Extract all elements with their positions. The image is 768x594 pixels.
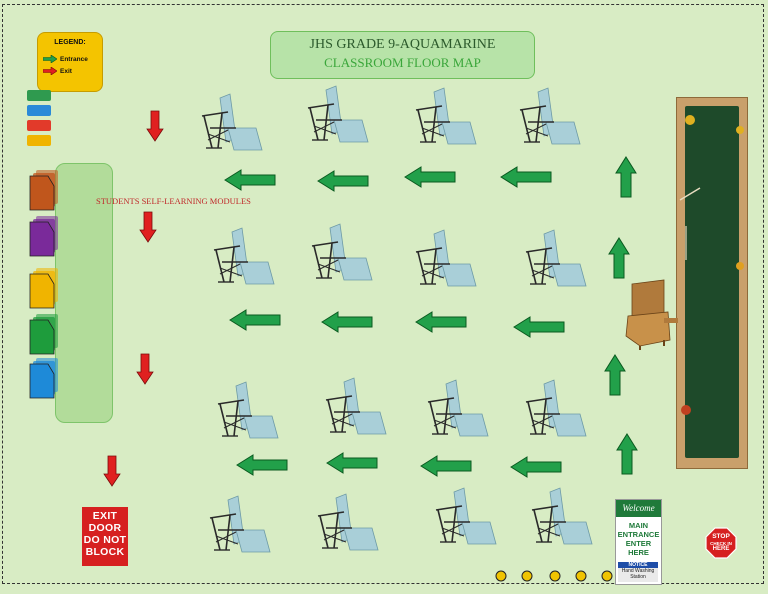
map-subtitle: CLASSROOM FLOOR MAP [324,55,481,70]
tag-yellow [27,135,51,146]
exit-arrow [139,211,157,243]
path-arrow-left [510,456,562,478]
room-boundary [2,4,764,584]
student-desk [213,227,275,285]
module-stack-yellow [29,267,59,309]
exit-arrow [136,353,154,385]
legend-exit-label: Exit [60,67,72,75]
path-arrow-left [415,311,467,333]
legend-entrance-label: Entrance [60,55,88,63]
student-desk [311,223,373,281]
path-arrow-left [229,309,281,331]
student-desk [531,487,593,545]
student-desk [525,229,587,287]
student-desk [307,85,369,143]
module-stack-green [29,313,59,355]
exit-arrow [103,455,121,487]
exit-door-sign: EXIT DOOR DO NOT BLOCK [82,507,128,566]
module-stack-blue [29,357,59,399]
entrance-sign-line: ENTRANCE [617,530,660,539]
exit-sign-line: DO NOT [83,534,127,546]
exit-sign-line: DOOR [88,522,122,534]
student-desk [427,379,489,437]
entrance-arrow-icon [43,55,57,63]
legend-entrance: Entrance [43,55,88,63]
path-arrow-left [224,169,276,191]
student-desk [217,381,279,439]
student-desk [201,93,263,151]
path-arrow-left [236,454,288,476]
chalkboard-surface [685,106,739,458]
student-desk [317,493,379,551]
chalkboard-accents [679,115,744,415]
student-desk [435,487,497,545]
tag-blue [27,105,51,116]
path-arrow-up [616,433,638,475]
module-stack-purple [29,215,59,257]
notice-text: Hand Washing Station [621,568,655,580]
tag-green [27,90,51,101]
student-desk [525,379,587,437]
module-stack-orange [29,169,59,211]
path-arrow-up [615,156,637,198]
student-desk [415,229,477,287]
exit-sign-line: EXIT [92,510,118,522]
notice-plate: NOTICE Hand Washing Station [618,562,658,582]
floor-markers [495,570,613,582]
path-arrow-left [317,170,369,192]
path-arrow-up [604,354,626,396]
path-arrow-left [513,316,565,338]
main-entrance-sign: Welcome MAIN ENTRANCE ENTER HERE NOTICE … [615,499,662,585]
path-arrow-up [608,237,630,279]
path-arrow-left [420,455,472,477]
chalkboard [676,97,748,469]
stop-sign-line: HERE [712,546,730,552]
notice-title: NOTICE [618,562,658,568]
path-arrow-left [404,166,456,188]
legend-exit: Exit [43,67,72,75]
stop-sign-line: STOP [712,533,730,540]
entrance-sign-line: ENTER HERE [625,539,652,557]
exit-arrow-icon [43,67,57,75]
student-desk [325,377,387,435]
student-desk [519,87,581,145]
student-desk [209,495,271,553]
path-arrow-left [321,311,373,333]
legend-box: LEGEND: Entrance Exit [37,32,103,92]
map-title: JHS GRADE 9-AQUAMARINE [309,37,496,52]
student-desk [415,87,477,145]
stop-sign-line: CHECK IN [710,541,732,546]
entrance-welcome: Welcome [616,500,661,517]
path-arrow-left [326,452,378,474]
path-arrow-left [500,166,552,188]
module-shelf [55,163,113,423]
exit-arrow [146,110,164,142]
legend-title: LEGEND: [54,39,86,46]
entrance-sign-line: MAIN [628,521,649,530]
map-title-box: JHS GRADE 9-AQUAMARINE CLASSROOM FLOOR M… [270,31,535,79]
teacher-lectern [625,279,678,350]
shelf-label: STUDENTS SELF-LEARNING MODULES [96,196,251,206]
stop-check-in-sign: STOP CHECK IN HERE [706,528,736,558]
tag-red [27,120,51,131]
stop-sign-icon [705,527,737,559]
exit-sign-line: BLOCK [85,546,125,558]
